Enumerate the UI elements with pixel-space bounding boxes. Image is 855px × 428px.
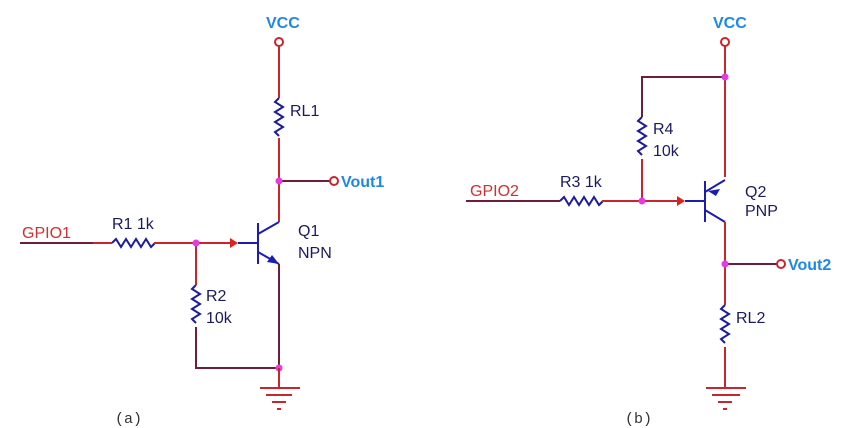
ground-icon xyxy=(706,387,746,410)
transistor-q1 xyxy=(238,221,280,265)
r2-name: R2 xyxy=(206,288,227,305)
q2-name: Q2 xyxy=(745,184,766,201)
vcc-label-a: VCC xyxy=(266,15,300,32)
ground-icon xyxy=(260,368,300,410)
gpio1-label: GPIO1 xyxy=(22,225,71,242)
rl1-label: RL1 xyxy=(290,103,319,120)
circuit-a: VCC RL1 Vout1 GPIO1 R1 1k Q1 NPN R2 10k … xyxy=(20,15,384,428)
r4-value: 10k xyxy=(653,143,680,160)
junction-dot xyxy=(721,260,729,268)
resistor-rl2 xyxy=(719,304,731,344)
r4-name: R4 xyxy=(653,121,674,138)
q2-type: PNP xyxy=(745,203,778,220)
vout1-label: Vout1 xyxy=(341,174,384,191)
caption-a: (a) xyxy=(115,411,142,428)
emitter-arrow-icon xyxy=(267,255,279,264)
q1-name: Q1 xyxy=(298,223,319,240)
r2-value: 10k xyxy=(206,310,233,327)
vcc-terminal-b xyxy=(720,37,730,47)
transistor-q2 xyxy=(685,179,726,223)
vcc-terminal-a xyxy=(274,37,284,47)
wire xyxy=(195,264,280,369)
vcc-label-b: VCC xyxy=(713,15,747,32)
caption-b: (b) xyxy=(625,411,652,428)
resistor-r2 xyxy=(190,284,202,324)
vout2-terminal xyxy=(776,259,786,269)
resistor-r4 xyxy=(636,116,648,156)
vout2-label: Vout2 xyxy=(788,257,831,274)
junction-dot xyxy=(192,239,200,247)
signal-arrow-icon xyxy=(230,238,238,248)
resistor-r1 xyxy=(111,237,156,249)
junction-dot xyxy=(638,197,646,205)
junction-dot xyxy=(721,73,729,81)
resistor-r3 xyxy=(559,195,604,207)
circuit-b: VCC R4 10k GPIO2 R3 1k Q2 PNP Vout2 RL2 … xyxy=(466,15,831,428)
resistor-rl1 xyxy=(273,97,285,137)
vout1-terminal xyxy=(329,176,339,186)
q1-type: NPN xyxy=(298,245,332,262)
r3-label: R3 1k xyxy=(560,174,603,191)
gpio2-label: GPIO2 xyxy=(470,183,519,200)
r1-label: R1 1k xyxy=(112,216,155,233)
signal-arrow-icon xyxy=(677,196,685,206)
rl2-label: RL2 xyxy=(736,310,765,327)
wire xyxy=(641,76,725,117)
emitter-arrow-icon xyxy=(708,189,720,196)
junction-dot xyxy=(275,177,283,185)
